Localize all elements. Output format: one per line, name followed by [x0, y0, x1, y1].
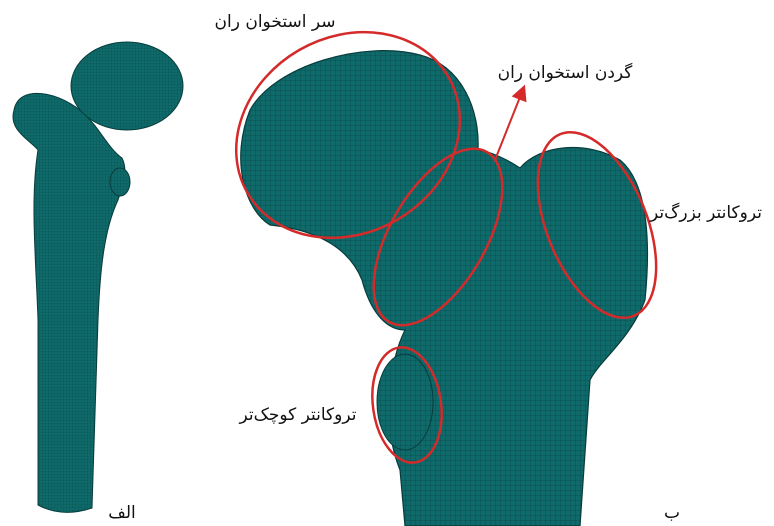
- label-lesser-trochanter: تروکانتر کوچک‌تر: [239, 405, 357, 425]
- femur-head-small: [71, 42, 183, 130]
- femur-shaft-small: [13, 93, 125, 512]
- label-panel-b: ب: [664, 503, 680, 523]
- label-panel-a: الف: [108, 503, 136, 523]
- label-femoral-head: سر استخوان ران: [215, 12, 336, 32]
- neck-pointer-arrow: [495, 92, 522, 160]
- femur-proximal-body: [241, 51, 648, 526]
- panel-b-femur: [241, 51, 648, 526]
- lesser-trochanter-small: [110, 168, 130, 196]
- panel-a-femur: [13, 42, 183, 512]
- label-greater-trochanter: تروکانتر بزرگ‌تر: [649, 202, 762, 223]
- label-femoral-neck: گردن استخوان ران: [498, 62, 634, 83]
- lesser-trochanter-bump: [377, 354, 433, 450]
